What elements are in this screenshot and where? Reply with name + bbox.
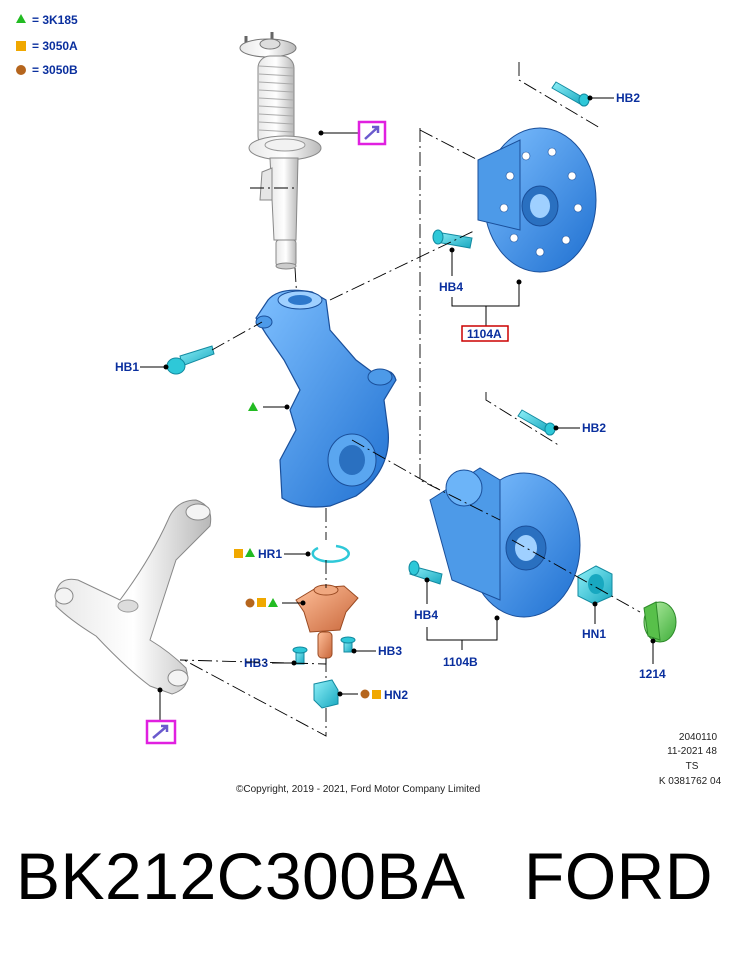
label-hb2-mid: HB2	[582, 421, 606, 435]
bj-circle-icon	[245, 598, 255, 608]
label-1214: 1214	[639, 667, 666, 681]
legend: = 3K185 = 3050A = 3050B	[16, 13, 78, 77]
label-1104b: 1104B	[443, 655, 478, 669]
label-hn2: HN2	[384, 688, 408, 702]
hn2-circle-icon	[360, 689, 370, 699]
label-hb3-left: HB3	[244, 656, 268, 670]
ball-joint	[295, 584, 359, 659]
code-line-3: TS	[686, 761, 699, 772]
label-1104a: 1104A	[467, 327, 502, 341]
hr1-square-icon	[234, 549, 243, 558]
legend-triangle-icon	[16, 14, 26, 23]
legend-label-3050b: = 3050B	[32, 63, 78, 77]
label-hn1: HN1	[582, 627, 606, 641]
label-hr1: HR1	[258, 547, 282, 561]
hub-1104a	[477, 127, 597, 273]
strut-note-icon	[357, 120, 387, 146]
bj-square-icon	[257, 598, 266, 607]
label-hb4-top: HB4	[439, 280, 463, 294]
legend-circle-icon	[16, 65, 26, 75]
hb4-top-bolt	[432, 229, 473, 249]
code-line-1: 2040110	[679, 732, 718, 743]
hb3-right-bolt	[340, 636, 356, 653]
legend-square-icon	[16, 41, 26, 51]
hb2-top-bolt	[551, 81, 590, 107]
label-hb3-right: HB3	[378, 644, 402, 658]
hb3-left-bolt	[292, 646, 308, 665]
steering-knuckle	[255, 289, 397, 508]
hb4-bottom-bolt	[408, 560, 443, 585]
bj-triangle-icon	[268, 598, 278, 607]
hub-1104b	[429, 467, 581, 618]
copyright-text: ©Copyright, 2019 - 2021, Ford Motor Comp…	[236, 784, 480, 795]
hr1-triangle-icon	[245, 548, 255, 557]
hr1-circlip	[311, 544, 350, 563]
hn1-nut	[577, 565, 613, 605]
arm-note-icon	[145, 719, 177, 745]
label-hb2-top: HB2	[616, 91, 640, 105]
code-line-2: 11-2021 48	[667, 746, 717, 757]
hn2-square-icon	[372, 690, 381, 699]
label-hb4-bottom: HB4	[414, 608, 438, 622]
knuckle-triangle-icon	[248, 402, 258, 411]
lower-control-arm	[54, 499, 212, 695]
dust-cap-1214	[643, 601, 677, 643]
box-1104a	[461, 325, 509, 342]
code-line-4: K 0381762 04	[659, 776, 722, 787]
part-number-text: BK212C300BA	[16, 839, 466, 913]
hn2-nut	[313, 679, 339, 709]
label-hb1: HB1	[115, 360, 139, 374]
strut-assembly	[239, 32, 322, 270]
hb1-bolt	[166, 345, 215, 375]
legend-label-3050a: = 3050A	[32, 39, 78, 53]
legend-label-3k185: = 3K185	[32, 13, 78, 27]
hb2-mid-bolt	[517, 409, 556, 436]
brand-name-text: FORD	[524, 839, 713, 913]
